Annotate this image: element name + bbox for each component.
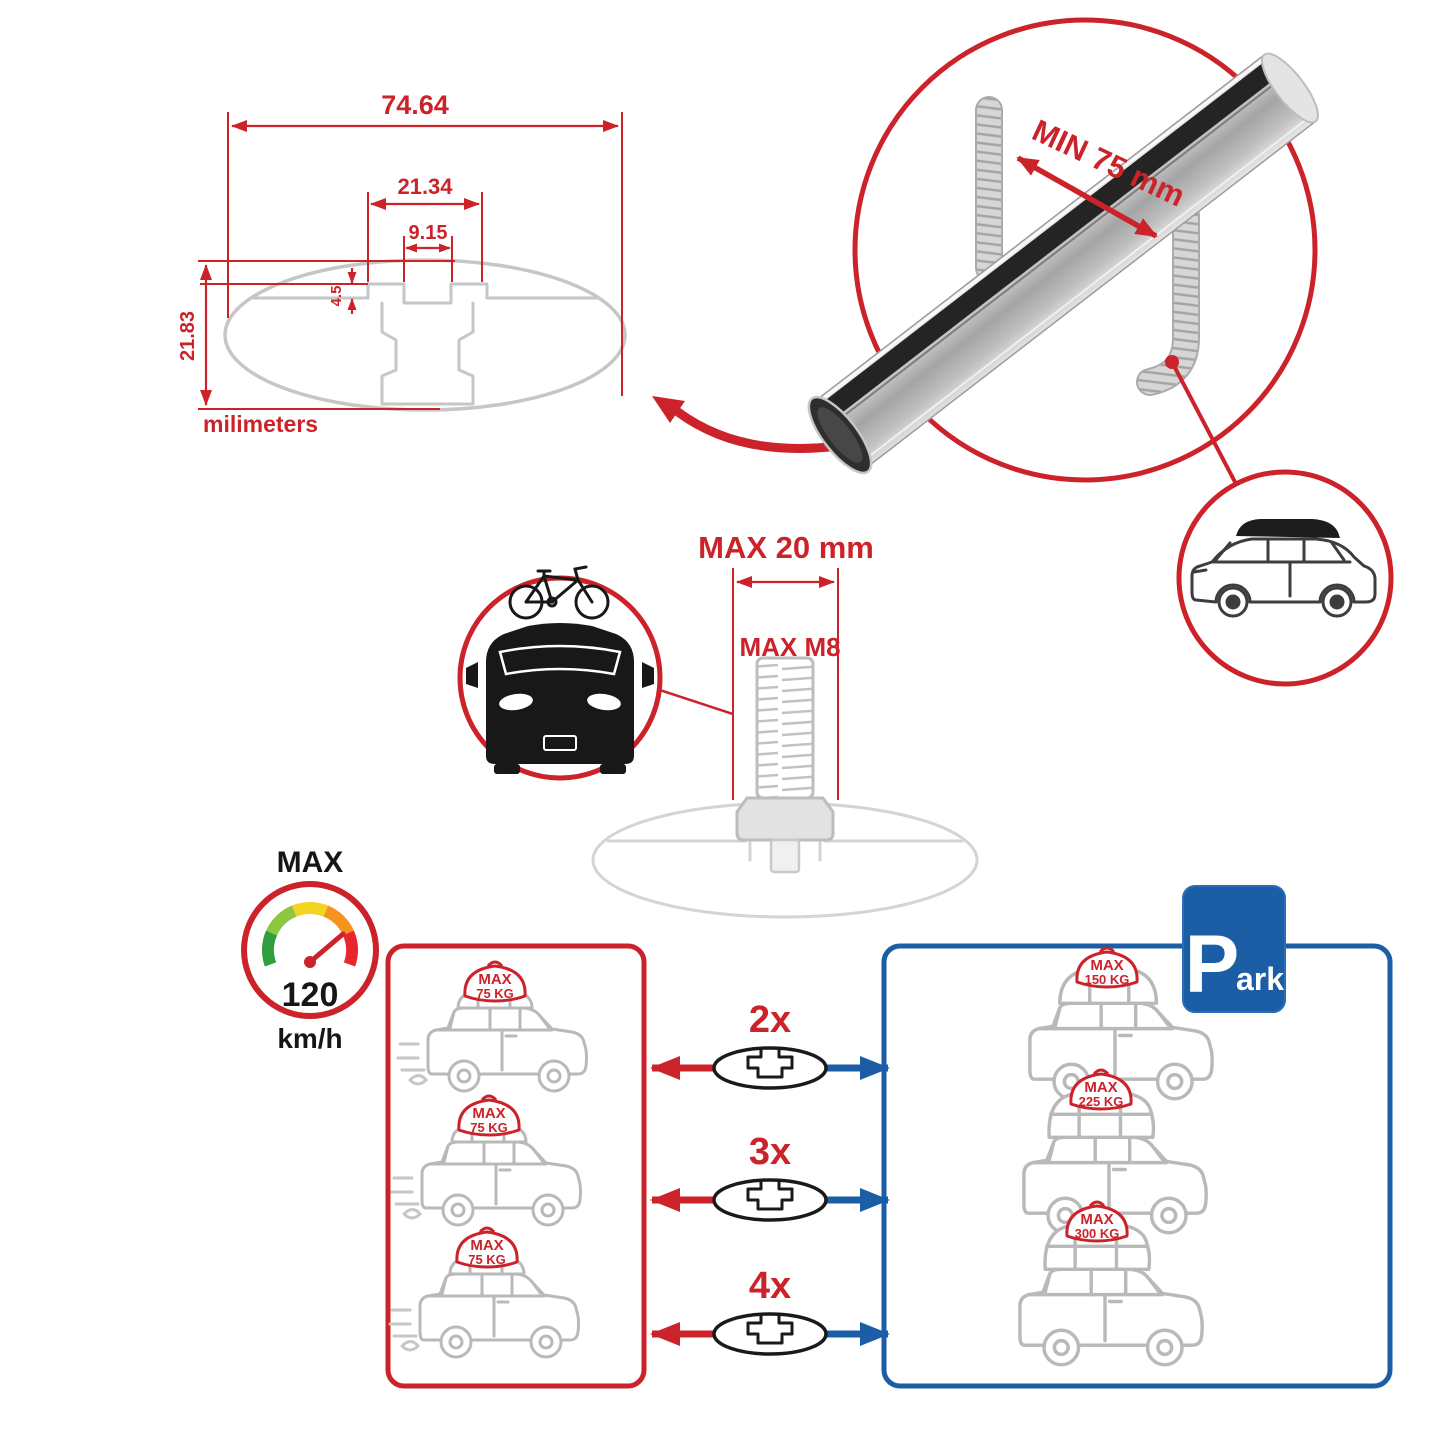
dim-slot-width-label: 9.15 — [409, 222, 448, 244]
badge-max: MAX — [1084, 1079, 1117, 1096]
dim-total-height-label: 21.83 — [177, 311, 199, 361]
bike-icon — [508, 565, 610, 620]
car-front-icon — [466, 623, 654, 774]
count-row-1: 2x — [650, 999, 890, 1090]
load-badge-parked-3: MAX 300 KG — [1065, 1200, 1129, 1243]
driving-cars: MAX 75 KG MAX 75 KG MAX 75 KG — [388, 960, 588, 1359]
count-row-2: 3x — [650, 1131, 890, 1222]
parking-sign-rest: ark — [1236, 961, 1284, 997]
gauge-arc — [261, 902, 359, 967]
min-clamp-arrow — [1016, 155, 1158, 239]
bar-to-profile-arrow — [652, 396, 843, 453]
badge-max: MAX — [478, 971, 511, 988]
parking-sign: P ark — [1182, 885, 1286, 1013]
crossbar-section-icon — [712, 1046, 828, 1090]
speed-unit: km/h — [277, 1023, 342, 1054]
t-bolt — [735, 656, 835, 874]
multiplier-label: 2x — [749, 999, 791, 1041]
badge-weight: 75 KG — [476, 986, 514, 1001]
speed-limit-gauge: MAX 120 km/h — [241, 846, 379, 1054]
bolt-spec-drawing: MAX 20 mm MAX M8 — [591, 530, 979, 919]
badge-weight: 225 KG — [1079, 1094, 1124, 1109]
badge-weight: 150 KG — [1085, 972, 1130, 987]
profile-ellipse — [223, 258, 627, 412]
load-badge-driving-1: MAX 75 KG — [463, 960, 527, 1003]
multiplier-label: 4x — [749, 1265, 791, 1307]
badge-weight: 75 KG — [468, 1252, 506, 1267]
crossbar-section-icon — [712, 1312, 828, 1356]
badge-max: MAX — [470, 1237, 503, 1254]
speed-max-label: MAX — [277, 846, 344, 879]
aluminum-crossbar — [807, 52, 1319, 475]
count-row-3: 4x — [650, 1265, 890, 1356]
load-badge-parked-2: MAX 225 KG — [1069, 1068, 1133, 1111]
profile-dimension-drawing: 74.64 21.34 9.15 4.5 21.83 milimeters — [177, 90, 627, 437]
roof-box — [1236, 519, 1340, 538]
multiplier-label: 3x — [749, 1131, 791, 1173]
badge-max: MAX — [472, 1105, 505, 1122]
parking-sign-letter: P — [1185, 919, 1240, 1010]
badge-max: MAX — [1080, 1211, 1113, 1228]
dim-inner-width-label: 21.34 — [397, 174, 453, 199]
badge-max: MAX — [1090, 957, 1123, 974]
bike-circle-leader — [659, 688, 734, 716]
roofbox-car-circle — [1176, 469, 1394, 687]
load-badge-parked-1: MAX 150 KG — [1075, 946, 1139, 989]
load-badge-driving-2: MAX 75 KG — [457, 1094, 521, 1137]
crossbar-count-rows: 2x 3x 4x — [650, 999, 890, 1356]
speed-value: 120 — [282, 976, 339, 1014]
u-bolt — [975, 96, 1200, 396]
badge-weight: 300 KG — [1075, 1226, 1120, 1241]
dim-units-label: milimeters — [203, 411, 318, 437]
badge-weight: 75 KG — [470, 1120, 508, 1135]
dim-slot-depth-label: 4.5 — [328, 286, 345, 307]
gauge-needle — [307, 931, 346, 965]
bike-car-circle — [457, 565, 734, 781]
crossbar-section-icon — [712, 1178, 828, 1222]
suv-with-roofbox — [1190, 519, 1377, 618]
crossbar-photo-circle: MIN 75 mm — [807, 17, 1319, 483]
dim-total-width-label: 74.64 — [381, 90, 449, 120]
load-badge-driving-3: MAX 75 KG — [455, 1226, 519, 1269]
circle-connector-line — [1170, 361, 1237, 483]
parked-cars: MAX 150 KG MAX 225 KG MAX 300 KG — [1018, 946, 1214, 1367]
bolt-max-length-label: MAX 20 mm — [698, 530, 874, 565]
